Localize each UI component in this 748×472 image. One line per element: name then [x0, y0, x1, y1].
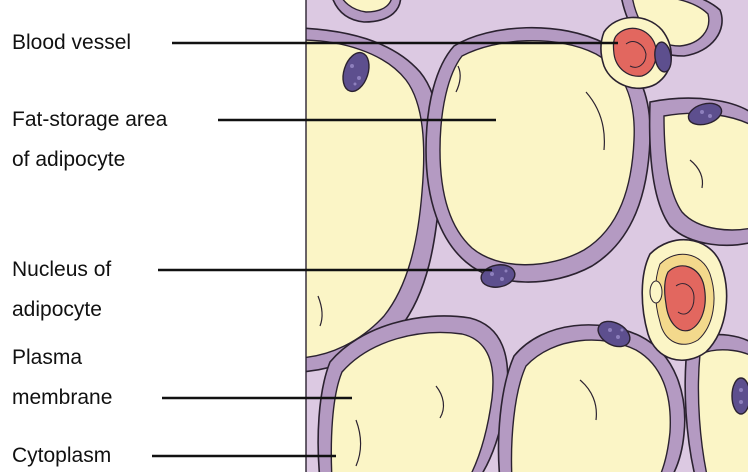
label-nucleus-line1: Nucleus of [12, 256, 111, 284]
label-fat-storage-line2: of adipocyte [12, 146, 125, 174]
label-cytoplasm: Cytoplasm [12, 442, 111, 470]
label-blood-vessel: Blood vessel [12, 29, 131, 57]
label-nucleus-line2: adipocyte [12, 296, 102, 324]
label-plasma-line1: Plasma [12, 344, 82, 372]
label-plasma-line2: membrane [12, 384, 112, 412]
tissue-panel [300, 0, 748, 472]
label-fat-storage-line1: Fat-storage area [12, 106, 167, 134]
